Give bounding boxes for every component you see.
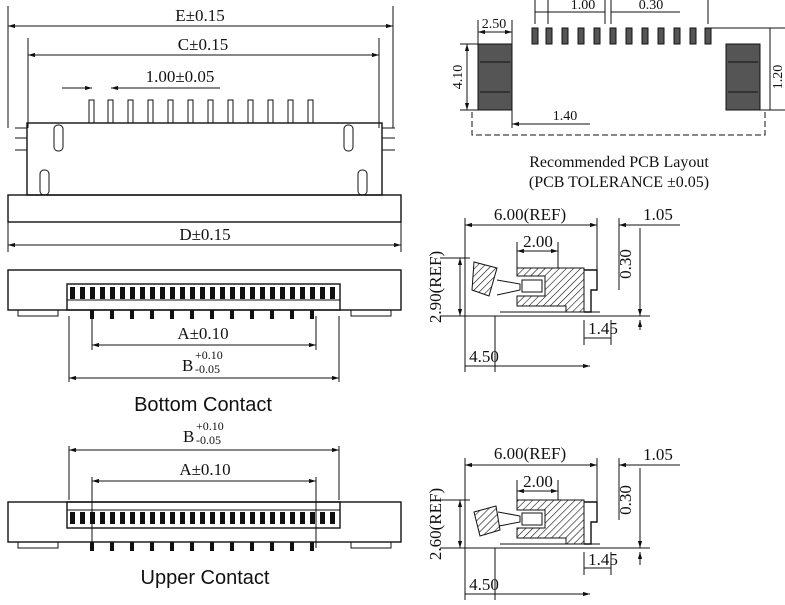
pcb-dim-side-label: 1.20: [771, 65, 785, 90]
side-upper-dim-width-label: 6.00(REF): [494, 444, 566, 463]
side-view-bottom: 6.00(REF) 1.05 2.00 2.90(REF) 0.30 1.45: [426, 205, 680, 372]
pcb-caption-line2: (PCB TOLERANCE ±0.05): [529, 174, 709, 191]
pcb-left-mount-pad: [477, 43, 513, 111]
pcb-dim-height-label: 4.10: [451, 65, 466, 90]
upper-contact-view: B +0.10 -0.05 A±0.10: [7, 419, 402, 589]
bottom-contact-caption: Bottom Contact: [134, 394, 272, 416]
dim-d-label: D±0.15: [179, 225, 230, 244]
side-bottom-actuator: [471, 261, 498, 297]
side-upper-dim-base-label: 4.50: [469, 575, 499, 594]
side-bottom-dim-right-label: 1.05: [643, 205, 673, 224]
side-upper-dim-small-label: 0.30: [616, 485, 635, 515]
bottom-contact-view: A±0.10 B +0.10 -0.05 Bottom Contact: [7, 269, 402, 416]
pcb-caption-line1: Recommended PCB Layout: [529, 154, 709, 171]
front-pins: [88, 99, 314, 124]
pcb-signal-pads: [531, 27, 712, 45]
bottom-dim-b-lower: -0.05: [195, 362, 220, 376]
side-bottom-housing: [516, 267, 585, 313]
side-upper-dim-inner-label: 2.00: [523, 472, 553, 491]
dim-e-label: E±0.15: [175, 6, 224, 25]
bottom-dim-a-label: A±0.10: [177, 324, 228, 343]
dim-pitch-label: 1.00±0.05: [146, 67, 215, 86]
side-upper-dim-right-label: 1.05: [643, 445, 673, 464]
dim-c-label: C±0.15: [178, 35, 228, 54]
pcb-right-mount-pad: [725, 43, 761, 111]
side-upper-actuator: [473, 505, 501, 537]
front-base: [7, 194, 402, 223]
side-view-upper: 6.00(REF) 1.05 2.00 2.60(REF) 0.30 1.45 …: [426, 444, 680, 600]
upper-dim-b-upper: +0.10: [196, 419, 224, 433]
upper-contact-caption: Upper Contact: [141, 567, 270, 589]
side-bottom-dim-height-label: 2.90(REF): [426, 251, 445, 323]
pcb-outline: [471, 112, 766, 136]
pcb-dim-gap-label: 0.30: [639, 0, 664, 13]
pcb-dim-pad-w-label: 2.50: [482, 17, 507, 32]
front-housing: [26, 122, 383, 196]
side-bottom-dim-small-label: 0.30: [616, 249, 635, 279]
side-bottom-dim-foot-label: 1.45: [588, 319, 618, 338]
side-upper-housing: [516, 499, 585, 545]
pcb-dim-pitch-label: 1.00: [571, 0, 596, 13]
pcb-layout: 1.00 0.30 2.50: [451, 0, 785, 191]
side-upper-dim-height-label: 2.60(REF): [426, 488, 445, 560]
upper-contact-strip: [67, 509, 340, 524]
side-bottom-dim-base-label: 4.50: [469, 347, 499, 366]
side-bottom-dim-width-label: 6.00(REF): [494, 205, 566, 224]
upper-dim-b-lower: -0.05: [196, 433, 221, 447]
front-view: E±0.15 C±0.15 1.00±0.05: [7, 6, 402, 252]
side-upper-dim-foot-label: 1.45: [588, 550, 618, 569]
upper-dim-b-label: B: [183, 427, 194, 446]
bottom-contact-strip: [67, 287, 340, 301]
bottom-dim-b-upper: +0.10: [195, 348, 223, 362]
pcb-dim-inner-label: 1.40: [553, 109, 578, 124]
upper-dim-a-label: A±0.10: [179, 460, 230, 479]
side-bottom-dim-inner-label: 2.00: [523, 232, 553, 251]
bottom-dim-b-label: B: [182, 356, 193, 375]
